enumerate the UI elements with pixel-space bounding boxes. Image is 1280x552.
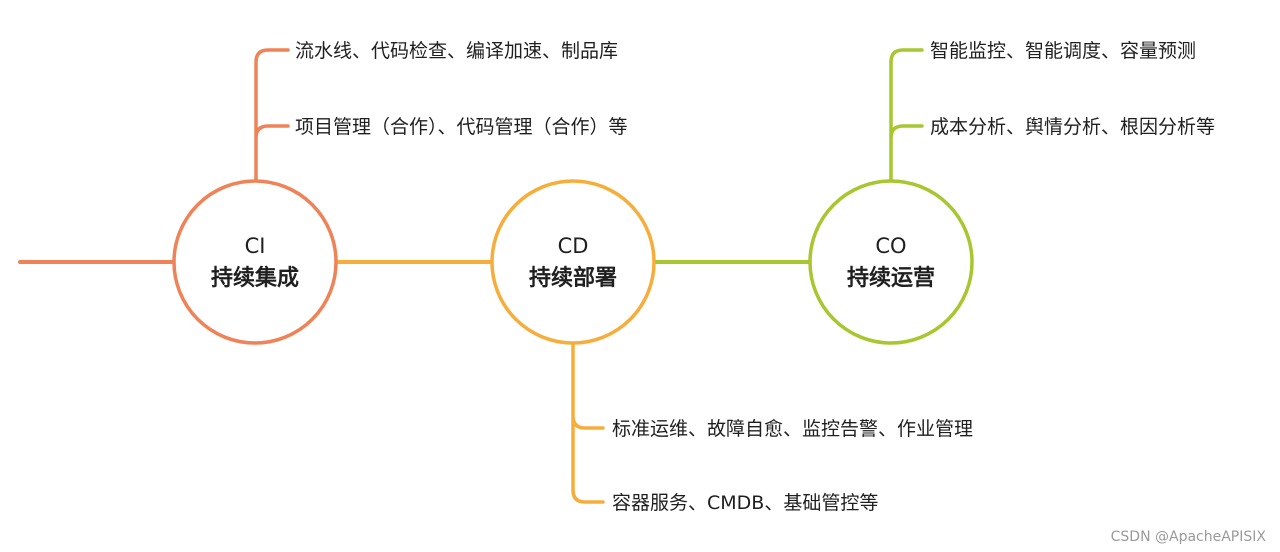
cd-branch-item-1: 标准运维、故障自愈、监控告警、作业管理 xyxy=(612,418,973,440)
ci-branch-item-1: 流水线、代码检查、编译加速、制品库 xyxy=(295,40,618,62)
stage-cd-circle xyxy=(490,179,656,345)
cd-branch-connector xyxy=(571,341,605,504)
stage-co-circle xyxy=(808,179,974,345)
stage-co-name: 持续运营 xyxy=(847,265,935,291)
ci-branch-item-2: 项目管理（合作）、代码管理（合作）等 xyxy=(295,116,628,138)
ci-branch-connector xyxy=(254,48,290,183)
stage-co-node: CO 持续运营 xyxy=(808,179,974,345)
cd-branch-item-2: 容器服务、CMDB、基础管控等 xyxy=(612,492,878,514)
stage-co-code: CO xyxy=(875,234,906,258)
co-branch-connector xyxy=(889,48,924,183)
stage-ci-code: CI xyxy=(245,234,266,258)
stage-cd-code: CD xyxy=(558,234,589,258)
stage-ci-circle xyxy=(172,179,338,345)
co-branch-item-1: 智能监控、智能调度、容量预测 xyxy=(930,40,1196,62)
stage-ci-name: 持续集成 xyxy=(211,265,299,291)
stage-ci-node: CI 持续集成 xyxy=(172,179,338,345)
stage-cd-node: CD 持续部署 xyxy=(490,179,656,345)
stage-cd-name: 持续部署 xyxy=(529,265,617,291)
watermark-text: CSDN @ApacheAPISIX xyxy=(1111,529,1267,545)
co-branch-item-2: 成本分析、舆情分析、根因分析等 xyxy=(930,116,1215,138)
